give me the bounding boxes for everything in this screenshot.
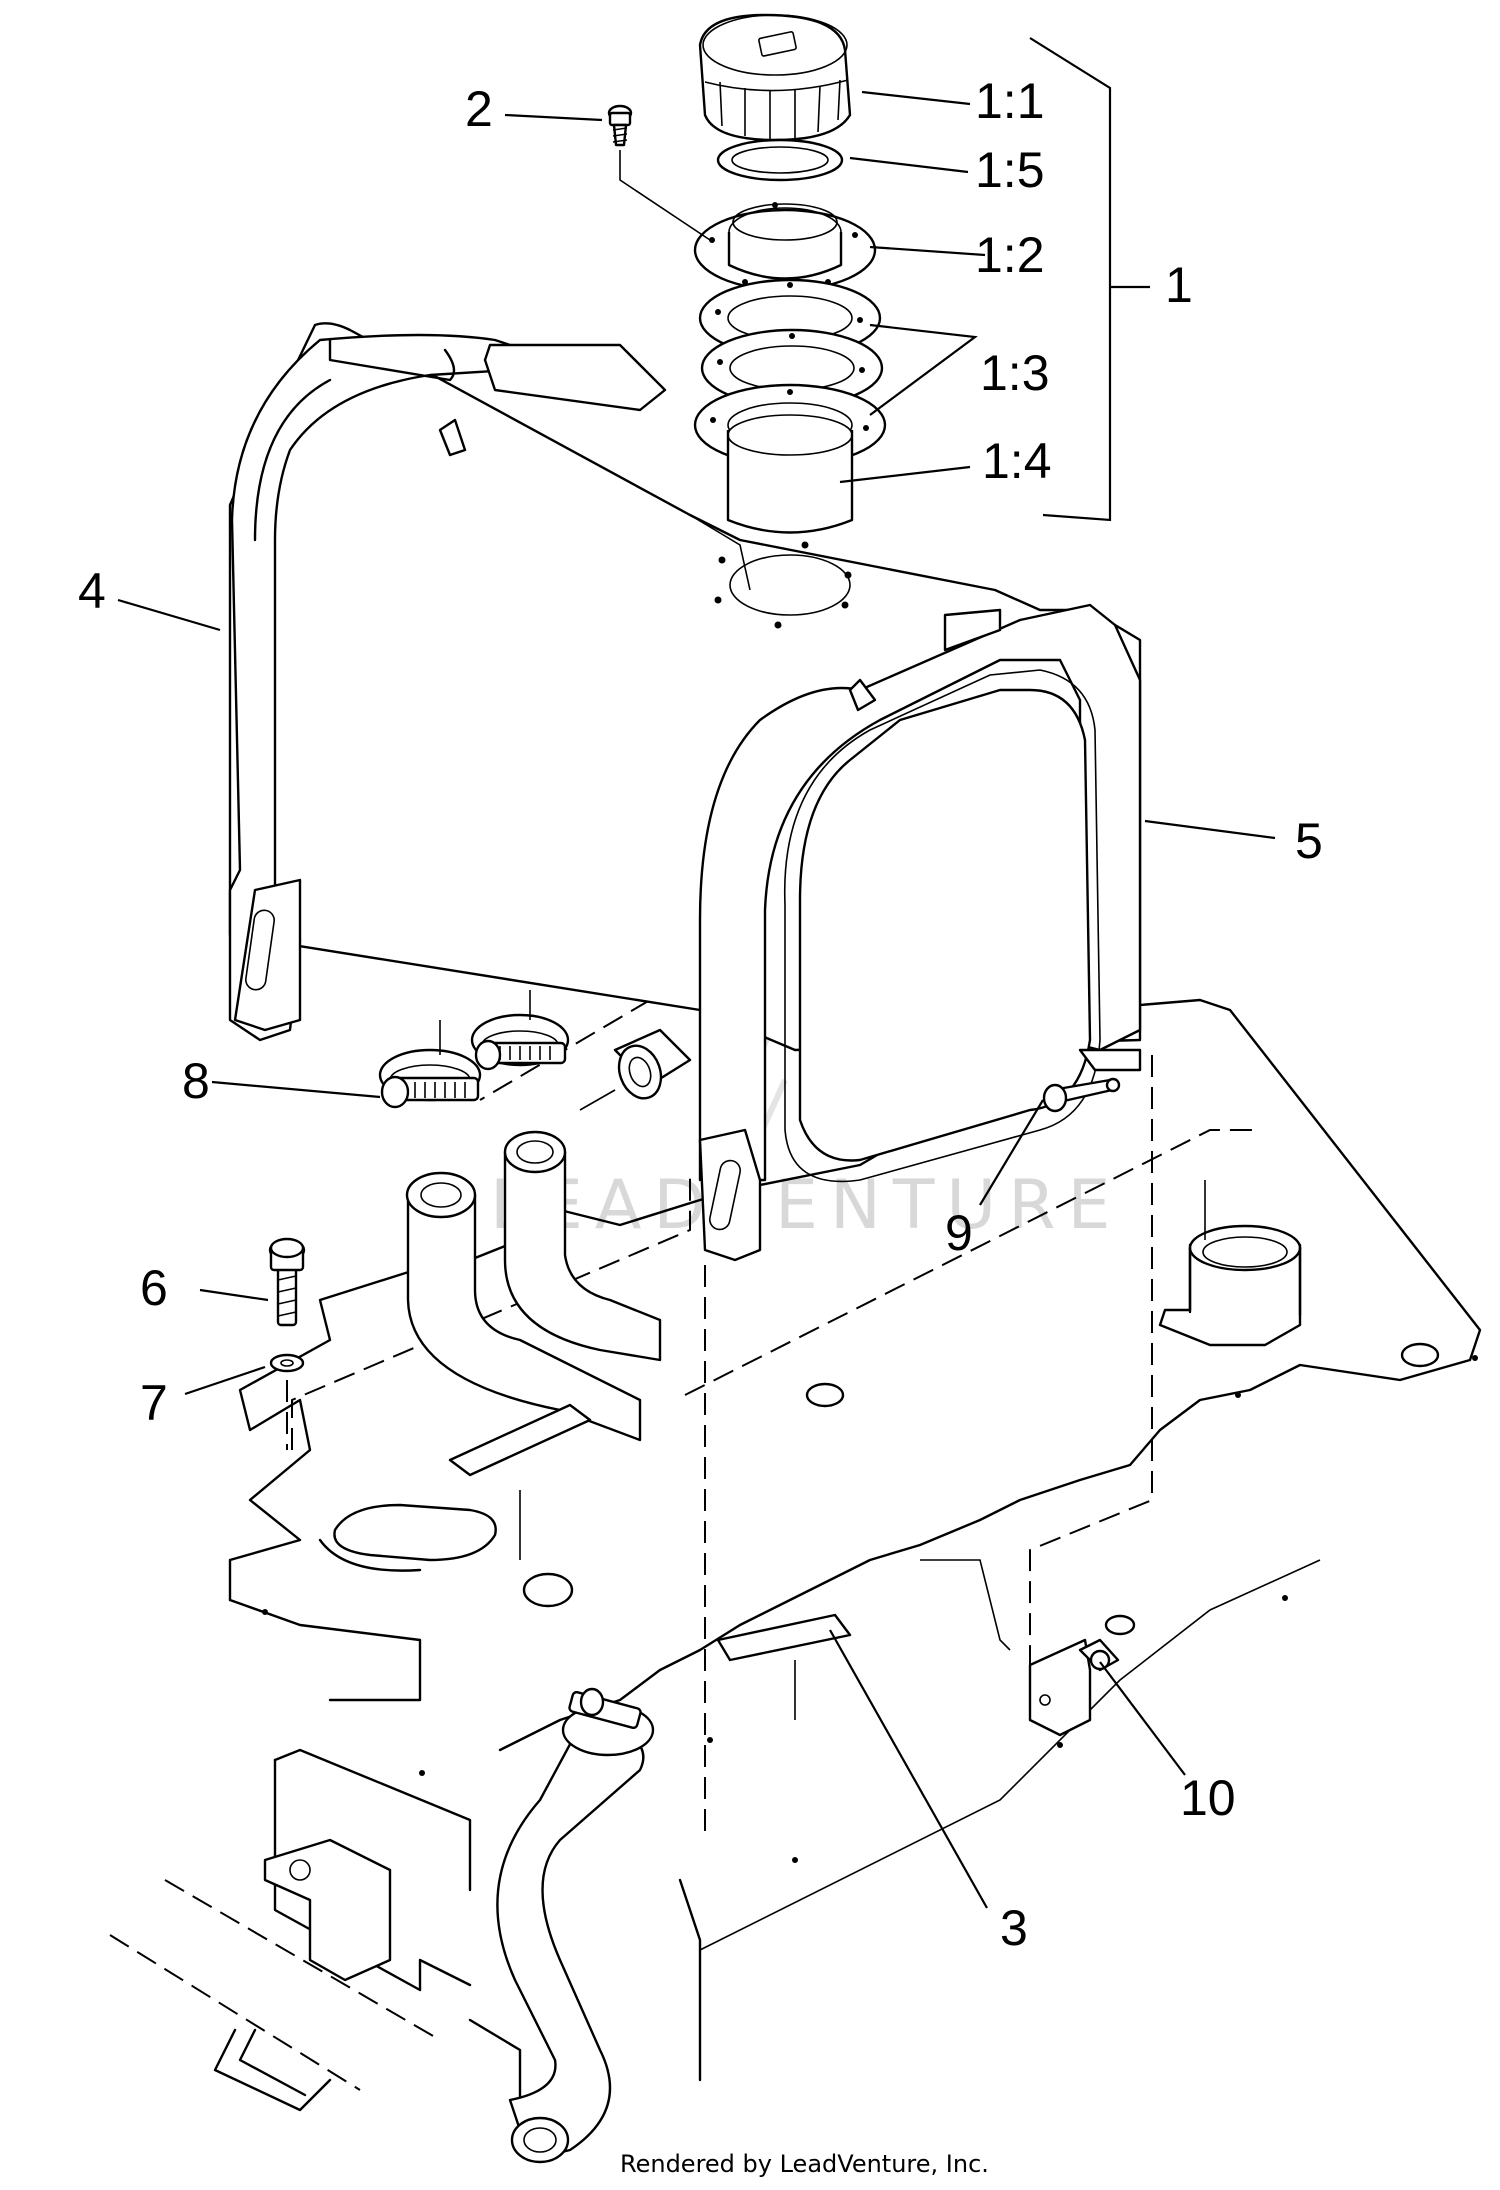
callout-1: 1 [1165,257,1193,313]
footer-credit: Rendered by LeadVenture, Inc. [620,2150,989,2178]
watermark-text: LEADVENTURE [490,1166,1122,1245]
tank-strap-right [698,603,1142,1262]
callout-4: 4 [78,563,106,619]
callout-8: 8 [182,1053,210,1109]
hoses-and-clamps [378,990,662,1442]
filler-neck [1158,1180,1302,1347]
leader-lines [117,37,1276,1909]
nut-and-bracket [1028,1638,1120,1737]
callout-6: 6 [140,1260,168,1316]
callout-5: 5 [1295,813,1323,869]
callout-1-2: 1:2 [975,227,1045,283]
breather-cap-assembly [693,13,887,534]
callout-1-4: 1:4 [982,433,1052,489]
hose-clamp [378,1048,482,1109]
callout-labels: 1:1 1:5 1:2 1:3 1:4 1 2 4 5 8 9 6 7 10 3 [78,73,1323,1956]
callout-7: 7 [140,1375,168,1431]
callout-1-3: 1:3 [980,345,1050,401]
callout-2: 2 [465,81,493,137]
callout-1-5: 1:5 [975,142,1045,198]
screw [607,104,711,241]
hose-clamp [470,1013,570,1071]
spacer-pads [448,1403,852,1720]
callout-3: 3 [1000,1900,1028,1956]
assembly-guide-lines [291,999,1260,1840]
return-hose [496,1687,655,2164]
bolt-and-washer [268,1237,306,1450]
strap-bolt [1042,1077,1121,1113]
callout-10: 10 [1180,1770,1236,1826]
callout-1-1: 1:1 [975,73,1045,129]
callout-9: 9 [945,1205,973,1261]
